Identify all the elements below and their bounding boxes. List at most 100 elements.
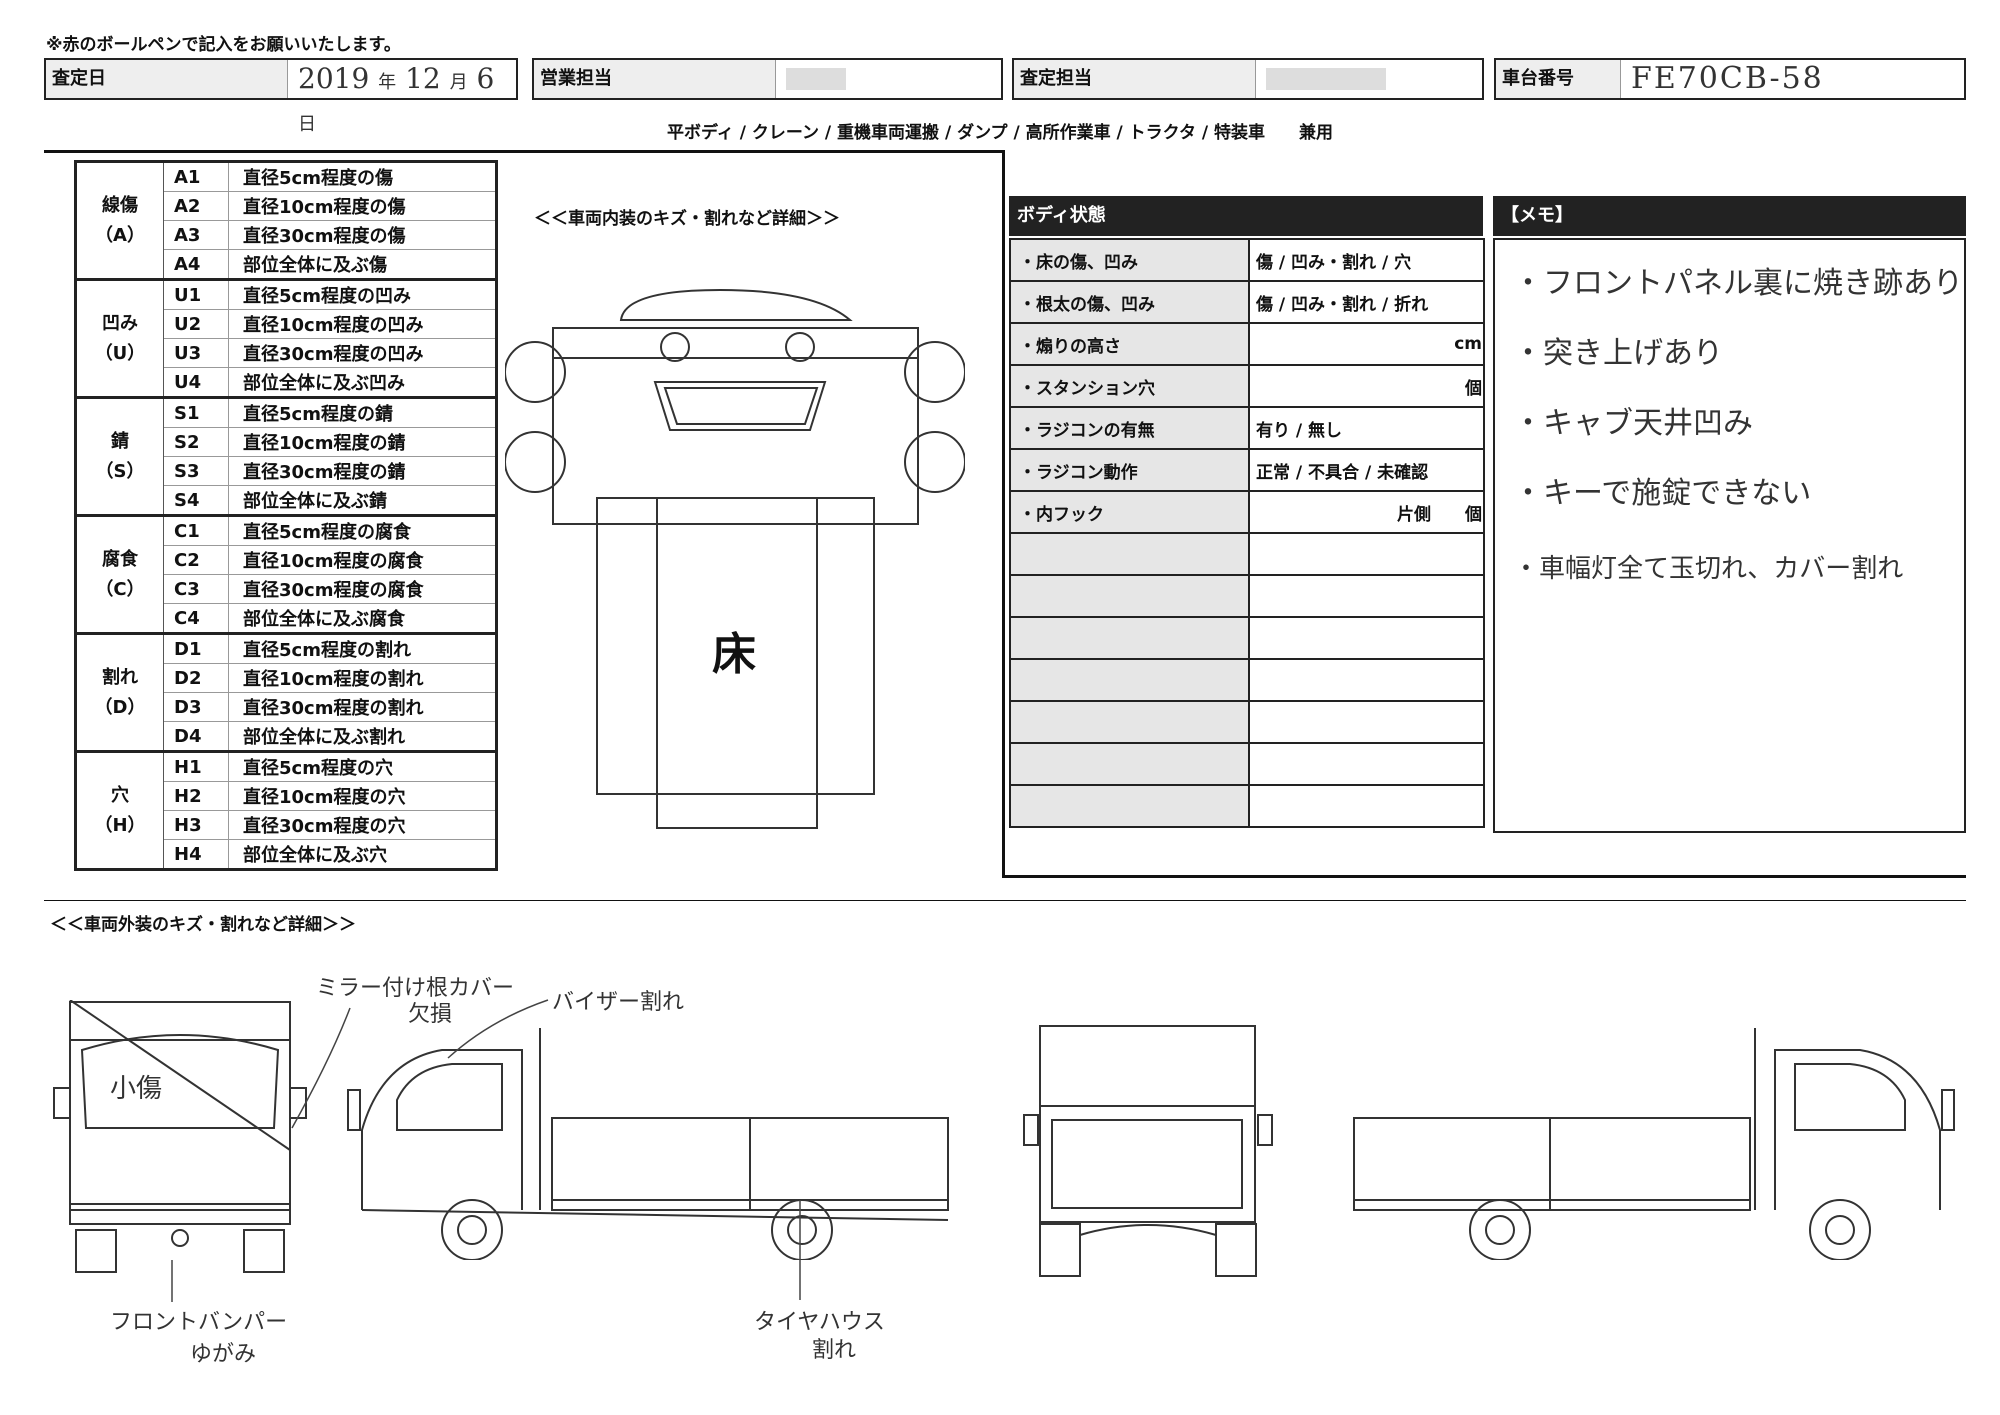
body-state-table: ・床の傷、凹み傷 / 凹み・割れ / 穴・根太の傷、凹み傷 / 凹み・割れ / … — [1009, 238, 1485, 828]
damage-description: 直径30cm程度の穴 — [228, 810, 497, 840]
body-state-item: ・根太の傷、凹み — [1009, 280, 1250, 324]
damage-code: U2 — [163, 309, 229, 339]
body-state-value[interactable] — [1248, 658, 1485, 702]
body-state-value[interactable]: cm — [1248, 322, 1485, 366]
damage-code: A1 — [163, 161, 229, 192]
damage-group: 腐食（C） — [75, 514, 164, 634]
damage-code: D1 — [163, 632, 229, 664]
body-state-item — [1009, 658, 1250, 702]
body-state-row[interactable] — [1009, 700, 1485, 744]
damage-description: 部位全体に及ぶ腐食 — [228, 603, 497, 634]
body-state-row[interactable] — [1009, 742, 1485, 786]
date-month: 12 — [405, 62, 441, 95]
body-state-item — [1009, 574, 1250, 618]
damage-description: 直径5cm程度の凹み — [228, 278, 497, 310]
damage-description: 部位全体に及ぶ割れ — [228, 721, 497, 752]
damage-code: U1 — [163, 278, 229, 310]
body-state-value[interactable] — [1248, 574, 1485, 618]
body-state-row[interactable]: ・スタンション穴個 — [1009, 364, 1485, 408]
damage-group-name: 錆 — [111, 430, 129, 452]
body-state-row[interactable] — [1009, 784, 1485, 828]
body-state-value[interactable]: 個 — [1248, 364, 1485, 408]
annotation-bumper: フロントバンパー — [110, 1310, 288, 1335]
body-state-value[interactable]: 有り / 無し — [1248, 406, 1485, 450]
damage-description: 直径5cm程度の腐食 — [228, 514, 497, 546]
body-state-header: ボディ状態 — [1009, 196, 1483, 236]
memo-line: ・キャブ天井凹み — [1513, 406, 1753, 441]
body-state-value[interactable] — [1248, 742, 1485, 786]
sales-staff-field[interactable]: 営業担当 — [532, 58, 1003, 100]
sales-staff-label: 営業担当 — [534, 60, 776, 98]
damage-code: A4 — [163, 249, 229, 280]
sales-staff-value — [776, 60, 1001, 98]
memo-header: 【メモ】 — [1493, 196, 1966, 236]
body-state-row[interactable]: ・床の傷、凹み傷 / 凹み・割れ / 穴 — [1009, 238, 1485, 282]
damage-code: D2 — [163, 663, 229, 693]
damage-code: C4 — [163, 603, 229, 634]
damage-description: 直径10cm程度の割れ — [228, 663, 497, 693]
memo-line: ・キーで施錠できない — [1513, 476, 1812, 511]
annotation-visor: バイザー割れ — [552, 990, 685, 1015]
damage-group-code: （H） — [94, 814, 146, 836]
damage-group-code: （A） — [95, 224, 145, 246]
body-state-row[interactable] — [1009, 574, 1485, 618]
damage-group-name: 線傷 — [102, 194, 138, 216]
body-state-value[interactable]: 傷 / 凹み・割れ / 折れ — [1248, 280, 1485, 324]
body-state-value[interactable] — [1248, 700, 1485, 744]
interior-section-title: ＜＜車両内装のキズ・割れなど詳細＞＞ — [534, 209, 840, 229]
damage-code: C2 — [163, 545, 229, 575]
appraisal-date-field[interactable]: 査定日 2019 年 12 月 6 日 — [44, 58, 518, 135]
body-state-value[interactable] — [1248, 616, 1485, 660]
body-state-value[interactable] — [1248, 532, 1485, 576]
chassis-number-value: FE70CB-58 — [1631, 61, 1824, 96]
body-state-value[interactable] — [1248, 784, 1485, 828]
body-state-value[interactable]: 正常 / 不具合 / 未確認 — [1248, 448, 1485, 492]
body-state-row[interactable]: ・ラジコンの有無有り / 無し — [1009, 406, 1485, 450]
body-state-row[interactable]: ・ラジコン動作正常 / 不具合 / 未確認 — [1009, 448, 1485, 492]
damage-description: 直径5cm程度の錆 — [228, 396, 497, 428]
damage-code: A3 — [163, 220, 229, 250]
damage-group-code: （C） — [95, 578, 145, 600]
body-state-value[interactable]: 片側 個 — [1248, 490, 1485, 534]
appraiser-field[interactable]: 査定担当 — [1012, 58, 1484, 100]
memo-box[interactable]: ・フロントパネル裏に焼き跡あり ・突き上げあり ・キャブ天井凹み ・キーで施錠で… — [1493, 238, 1966, 833]
middle-bottom-divider — [1002, 875, 1966, 878]
damage-code: H1 — [163, 750, 229, 782]
appraisal-date-value: 2019 年 12 月 6 日 — [288, 60, 516, 135]
body-state-item: ・ラジコン動作 — [1009, 448, 1250, 492]
body-state-value[interactable]: 傷 / 凹み・割れ / 穴 — [1248, 238, 1485, 282]
damage-code: H3 — [163, 810, 229, 840]
annotation-tire-house: タイヤハウス — [754, 1310, 885, 1335]
body-state-item: ・床の傷、凹み — [1009, 238, 1250, 282]
date-year-unit: 年 — [378, 72, 397, 93]
body-state-row[interactable]: ・根太の傷、凹み傷 / 凹み・割れ / 折れ — [1009, 280, 1485, 324]
truck-right-side-view — [1353, 1028, 1955, 1260]
body-state-row[interactable] — [1009, 616, 1485, 660]
body-state-item — [1009, 700, 1250, 744]
damage-group-name: 割れ — [102, 666, 138, 688]
damage-description: 直径10cm程度の凹み — [228, 309, 497, 339]
damage-description: 直径10cm程度の傷 — [228, 191, 497, 221]
chassis-number-field[interactable]: 車台番号 FE70CB-58 — [1494, 58, 1966, 100]
interior-floor-diagram — [505, 288, 965, 829]
exterior-divider — [44, 900, 1966, 901]
exterior-section-title: ＜＜車両外装のキズ・割れなど詳細＞＞ — [50, 915, 356, 935]
body-state-row[interactable]: ・内フック片側 個 — [1009, 490, 1485, 534]
body-state-item — [1009, 742, 1250, 786]
damage-description: 直径5cm程度の穴 — [228, 750, 497, 782]
date-month-unit: 月 — [449, 72, 468, 93]
damage-code: C1 — [163, 514, 229, 546]
top-divider-left — [44, 150, 1004, 153]
body-state-row[interactable] — [1009, 658, 1485, 702]
body-state-row[interactable] — [1009, 532, 1485, 576]
